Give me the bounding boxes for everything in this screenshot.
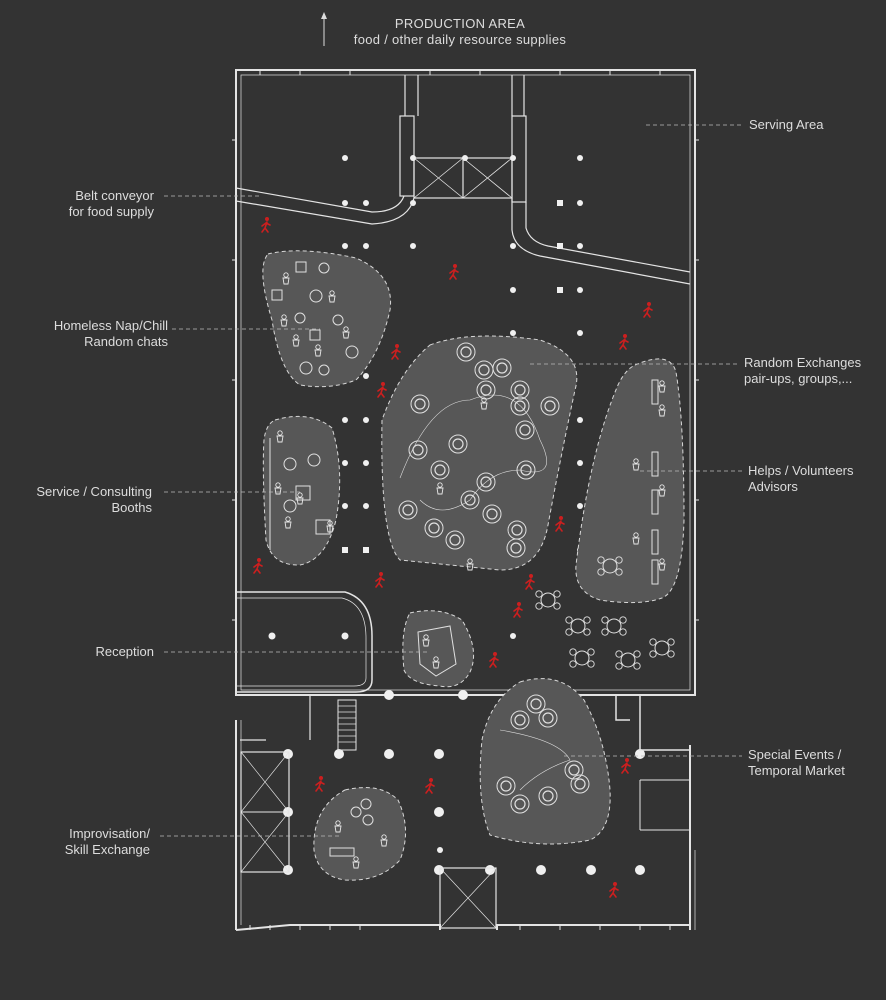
zone-special-events (479, 678, 611, 845)
zone-service-booths (262, 415, 341, 566)
label-helps-volunteers: Helps / Volunteers Advisors (748, 463, 854, 495)
label-line: Service / Consulting (36, 484, 152, 499)
label-service-booths: Service / Consulting Booths (10, 484, 152, 516)
zone-furniture (269, 261, 666, 869)
label-line: Random Exchanges (744, 355, 862, 370)
cafe-tables (535, 590, 675, 670)
label-line: Reception (95, 644, 154, 659)
label-special-events: Special Events / Temporal Market (748, 747, 845, 779)
label-line: Temporal Market (748, 763, 845, 778)
label-line: for food supply (68, 204, 154, 219)
activity-zones (262, 250, 685, 881)
label-line: Advisors (748, 479, 798, 494)
label-line: Belt conveyor (75, 188, 154, 203)
zone-helps-volunteers (575, 358, 685, 604)
label-line: Improvisation/ (69, 826, 150, 841)
label-serving-area: Serving Area (749, 117, 823, 133)
label-line: Skill Exchange (64, 842, 150, 857)
leader-lines (160, 124, 742, 837)
label-line: Special Events / (748, 747, 842, 762)
up-arrow-icon (321, 12, 327, 46)
page-subtitle: food / other daily resource supplies (353, 32, 567, 47)
label-line: Homeless Nap/Chill (53, 318, 168, 333)
header-title-block: PRODUCTION AREA food / other daily resou… (300, 16, 620, 48)
reception-room (236, 591, 690, 929)
zone-reception-pod (402, 610, 475, 688)
page-title: PRODUCTION AREA (394, 16, 526, 31)
label-line: Booths (111, 500, 152, 515)
label-homeless-nap: Homeless Nap/Chill Random chats (10, 318, 168, 350)
label-line: pair-ups, groups,... (744, 371, 853, 386)
label-random-exchanges: Random Exchanges pair-ups, groups,... (744, 355, 861, 387)
label-line: Helps / Volunteers (748, 463, 854, 478)
zone-improvisation (313, 787, 406, 881)
label-belt-conveyor: Belt conveyor for food supply (20, 188, 154, 220)
label-reception: Reception (20, 644, 154, 660)
label-improvisation: Improvisation/ Skill Exchange (10, 826, 150, 858)
label-line: Serving Area (749, 117, 824, 132)
belt-conveyor (235, 75, 691, 285)
zone-homeless-nap (262, 250, 392, 388)
label-line: Random chats (84, 334, 168, 349)
